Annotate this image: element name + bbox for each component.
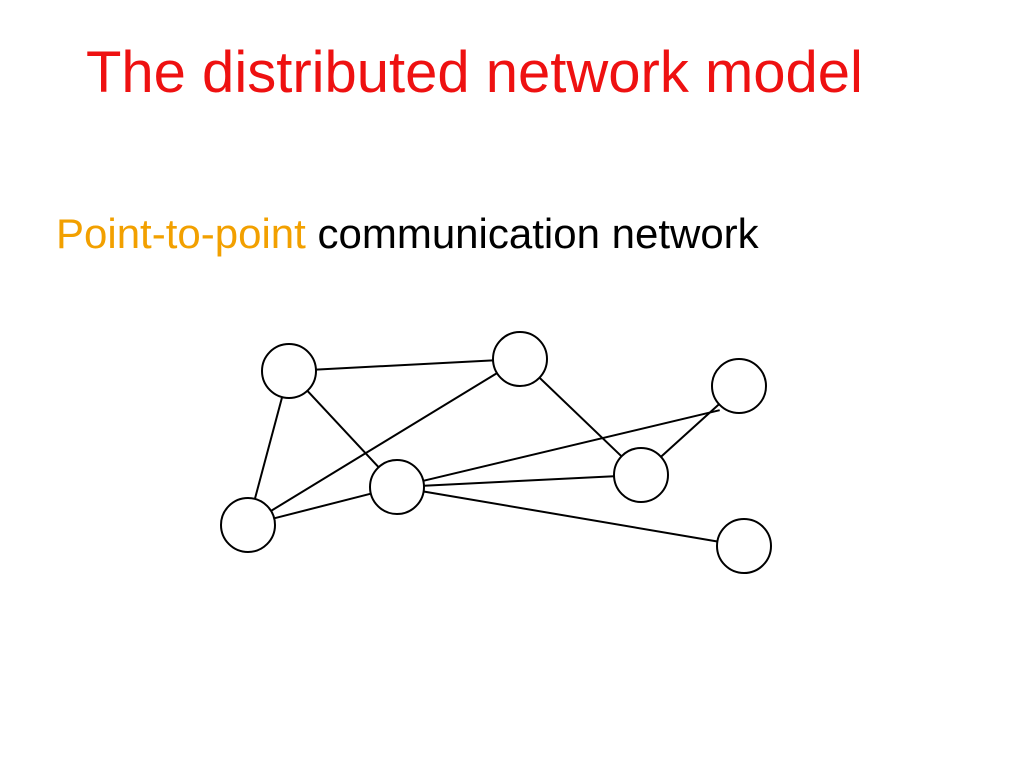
- slide-subtitle: Point-to-point communication network: [56, 208, 759, 260]
- network-edge-n5-n7: [423, 490, 718, 543]
- network-edge-n4-n5: [273, 492, 372, 520]
- network-node-n7: [716, 518, 772, 574]
- network-node-n6: [613, 447, 669, 503]
- network-edge-n1-n2: [315, 359, 494, 371]
- network-edge-n3-n6: [660, 403, 720, 458]
- network-node-n3: [711, 358, 767, 414]
- network-node-n4: [220, 497, 276, 553]
- network-edge-n1-n4: [253, 396, 284, 500]
- network-node-n1: [261, 343, 317, 399]
- network-edge-n5-n6: [423, 475, 615, 487]
- network-edge-n5-n8: [423, 409, 720, 482]
- network-node-n5: [369, 459, 425, 515]
- network-edge-n1-n5: [306, 390, 380, 468]
- network-edge-n2-n6: [538, 376, 623, 458]
- network-nodes: [220, 331, 772, 574]
- subtitle-highlight: Point-to-point: [56, 210, 306, 257]
- slide-title: The distributed network model: [86, 40, 863, 105]
- network-edge-n2-n4: [270, 372, 498, 512]
- network-node-n2: [492, 331, 548, 387]
- subtitle-rest: communication network: [317, 210, 759, 257]
- network-edges: [253, 359, 750, 543]
